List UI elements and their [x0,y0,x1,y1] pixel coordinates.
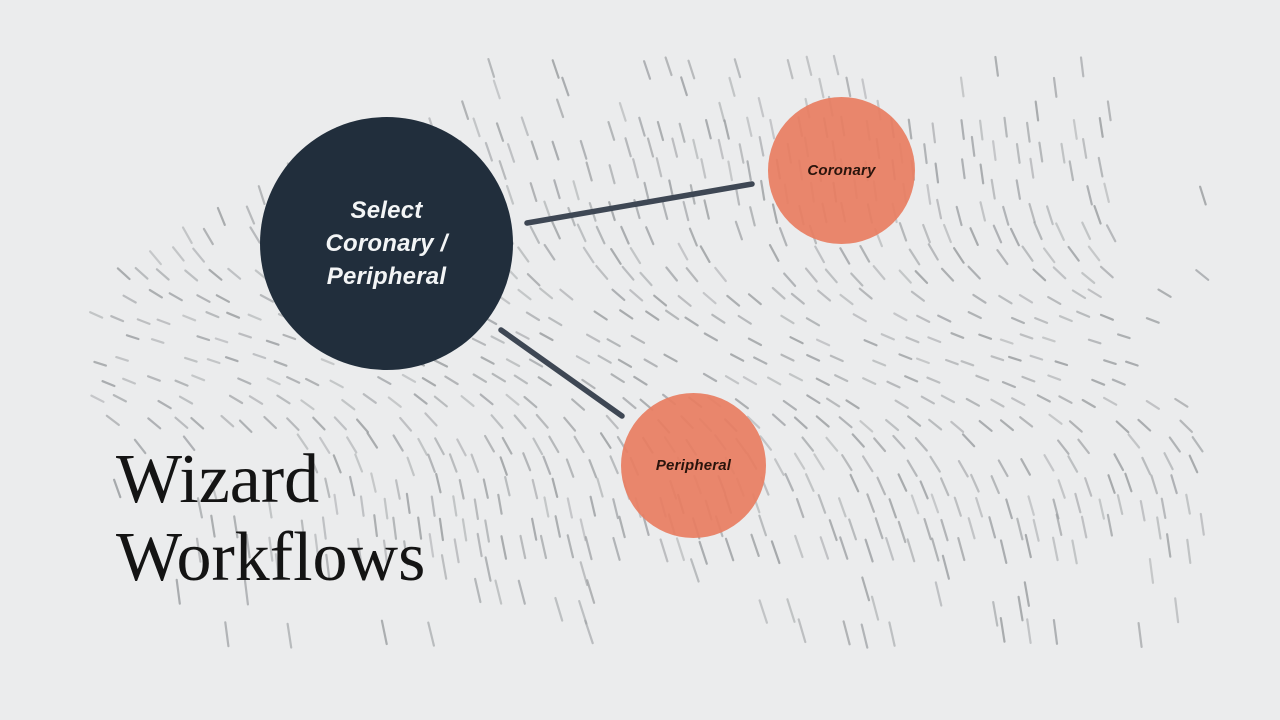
main-topic-label: Select Coronary / Peripheral [325,197,448,290]
slide-title: Wizard Workflows [116,441,425,597]
slide-title-line2: Workflows [116,519,426,596]
slide-title-line1: Wizard [116,441,320,518]
connector-peripheral-line [498,327,625,419]
subtopic-label-peripheral: Peripheral [655,457,732,474]
subtopic-circle-coronary[interactable]: Coronary [768,97,915,244]
subtopic-label-coronary: Coronary [807,162,876,179]
main-topic-circle[interactable]: Select Coronary / Peripheral [260,117,513,370]
subtopic-circle-peripheral[interactable]: Peripheral [621,393,766,538]
connector-coronary-line [524,181,755,226]
